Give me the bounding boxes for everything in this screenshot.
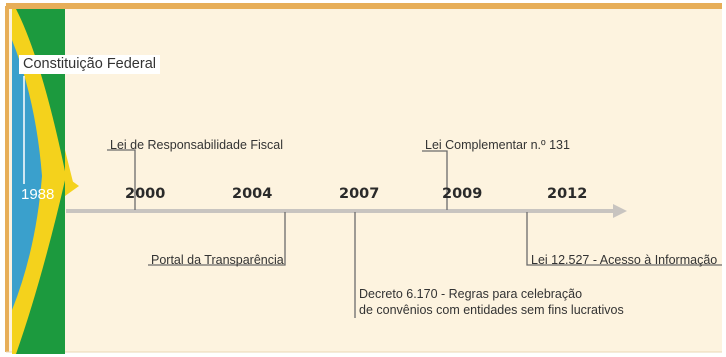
year-2012: 2012: [547, 186, 588, 202]
event-label-2000: Lei de Responsabilidade Fiscal: [110, 138, 284, 152]
year-2004: 2004: [232, 186, 273, 202]
origin-label: Constituição Federal: [19, 55, 160, 74]
leader-2012: [526, 212, 722, 266]
event-label-2007-line2: de convênios com entidades sem fins lucr…: [359, 303, 624, 317]
year-1988: 1988: [21, 186, 55, 203]
leader-2009: [422, 150, 448, 210]
year-2007: 2007: [339, 186, 380, 202]
event-label-2012: Lei 12.527 - Acesso à Informação: [531, 253, 718, 267]
year-2009: 2009: [442, 186, 483, 202]
event-label-2009: Lei Complementar n.º 131: [425, 138, 570, 152]
leader-2004: [148, 212, 286, 266]
leader-2000: [107, 149, 136, 210]
timeline-arrowhead: [613, 204, 627, 218]
year-2000: 2000: [125, 186, 166, 202]
event-label-2004: Portal da Transparência: [151, 253, 284, 267]
flag-blue-disc: [12, 40, 42, 310]
event-label-2007-line1: Decreto 6.170 - Regras para celebração: [359, 287, 583, 301]
